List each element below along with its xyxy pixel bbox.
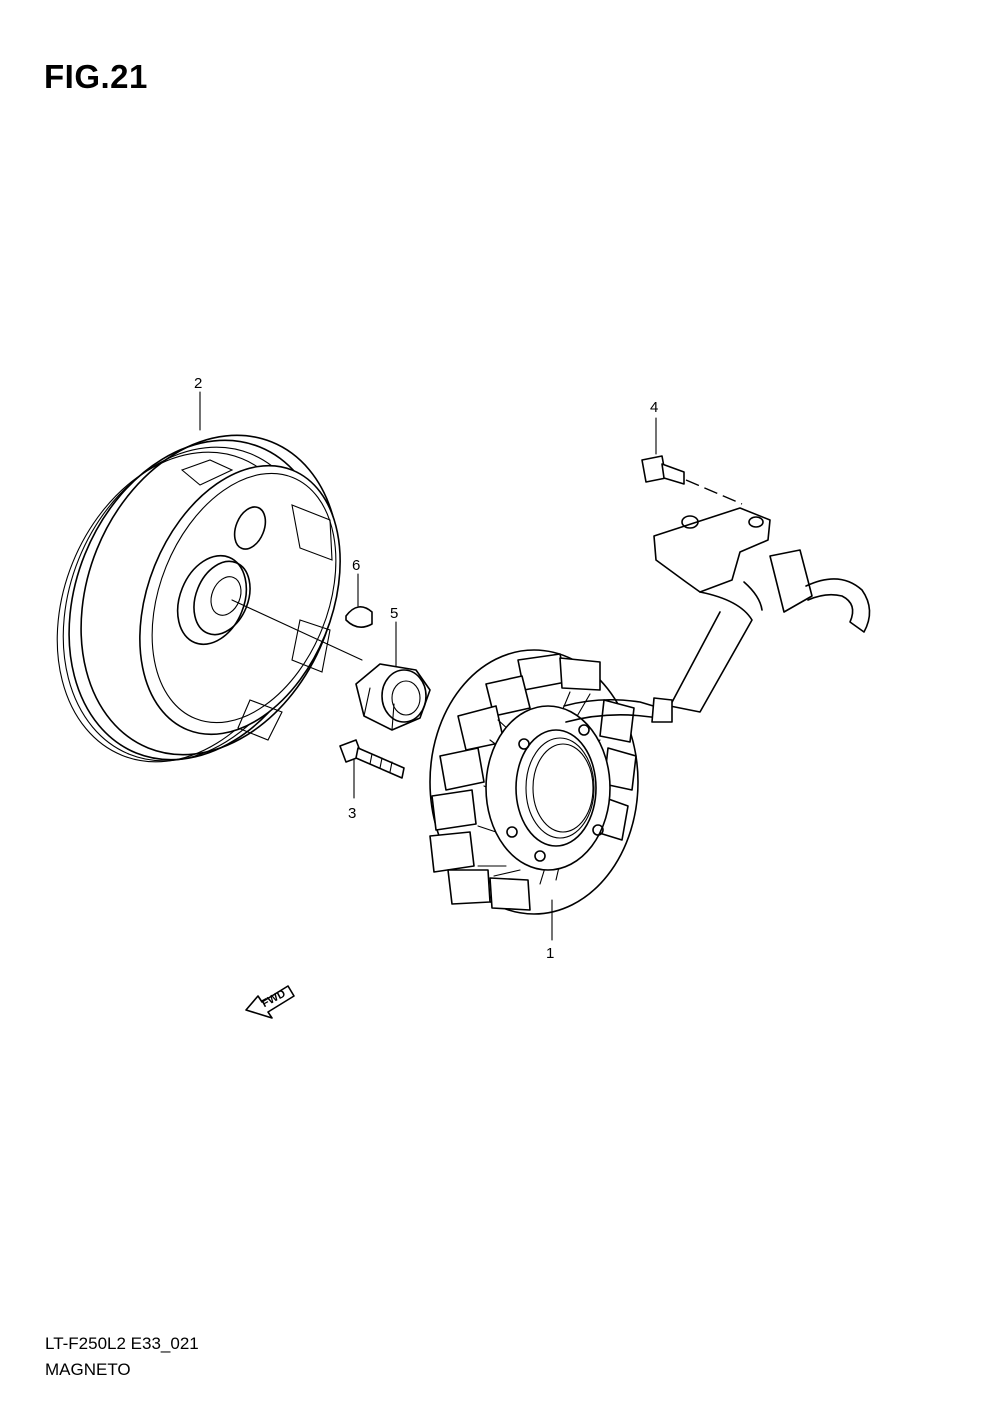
figure-title: FIG.21 (44, 58, 148, 95)
callout-3-label: 3 (348, 805, 356, 822)
bolt-part (339, 739, 405, 779)
callout-4-label: 4 (650, 399, 658, 416)
callout-3: 3 (348, 759, 356, 822)
section-name: MAGNETO (45, 1360, 131, 1379)
screw-part (641, 455, 743, 505)
callout-1-label: 1 (546, 945, 554, 962)
stator-coils (429, 653, 637, 911)
stator-part (429, 507, 871, 915)
callout-6: 6 (352, 557, 360, 607)
nut-part (355, 663, 431, 731)
rotor-flywheel-part (56, 434, 363, 763)
callout-2-label: 2 (194, 375, 202, 392)
callout-5-label: 5 (390, 605, 398, 622)
forward-arrow-icon: FWD (245, 985, 295, 1019)
callout-4: 4 (650, 399, 658, 455)
callout-6-label: 6 (352, 557, 360, 574)
callout-1: 1 (546, 899, 554, 962)
callout-5: 5 (390, 605, 398, 667)
model-code: LT-F250L2 E33_021 (45, 1334, 199, 1353)
key-part (345, 606, 373, 628)
callout-2: 2 (194, 375, 202, 431)
